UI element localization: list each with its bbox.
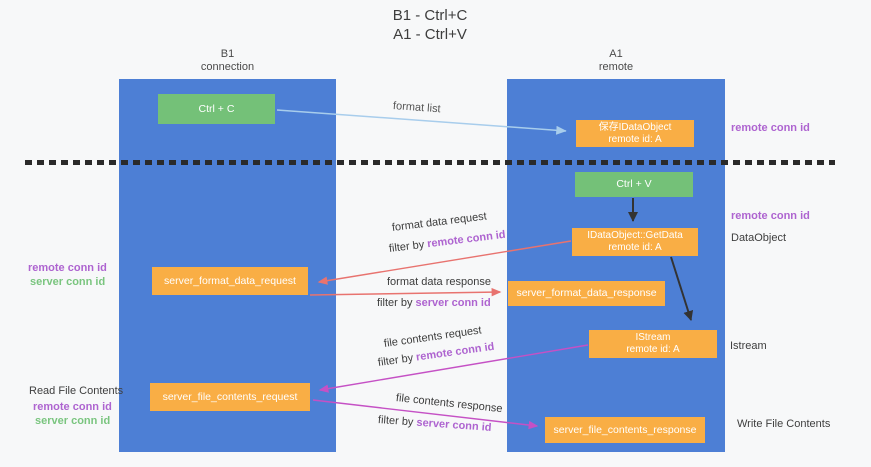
istream-side-label: Istream	[730, 340, 767, 352]
server-format-data-response-box: server_format_data_response	[508, 281, 665, 306]
server-file-contents-response-box: server_file_contents_response	[545, 417, 705, 443]
server-file-contents-request-box: server_file_contents_request	[150, 383, 310, 411]
filter-by-key-2: server conn id	[415, 297, 491, 309]
ctrl-v-box: Ctrl + V	[575, 172, 693, 197]
istream-line1: IStream	[635, 332, 671, 343]
format-data-response-arrow	[309, 287, 502, 297]
left-column-name: B1	[220, 48, 235, 60]
getdata-line2: remote id: A	[608, 242, 662, 253]
right-column-header: A1 remote	[507, 48, 725, 74]
server-conn-id-label-left1: server conn id	[30, 276, 106, 288]
save-idataobject-line2: remote id: A	[608, 133, 662, 145]
remote-conn-id-label-top-right: remote conn id	[731, 122, 810, 134]
ctrl-c-label: Ctrl + C	[198, 102, 235, 115]
filter-by-key-4: server conn id	[416, 416, 492, 434]
file-contents-response-caption: file contents response	[395, 392, 504, 416]
filter-by-prefix-4: filter by	[377, 414, 417, 429]
left-column-header: B1 connection	[119, 48, 336, 74]
format-response-label: server_format_data_response	[516, 287, 657, 299]
write-file-contents-label: Write File Contents	[737, 418, 831, 430]
filter-by-prefix-3: filter by	[377, 351, 417, 369]
filter-by-server-conn-id-caption-1: filter by server conn id	[377, 297, 491, 309]
filter-by-key-3: remote conn id	[415, 340, 496, 364]
left-column-subtitle: connection	[200, 61, 255, 73]
idataobject-getdata-box: IDataObject::GetData remote id: A	[572, 228, 698, 256]
format-request-label: server_format_data_request	[164, 274, 296, 287]
ctrl-v-label: Ctrl + V	[616, 178, 652, 190]
right-column-subtitle: remote	[598, 61, 634, 73]
filter-by-server-conn-id-caption-2: filter by server conn id	[378, 414, 492, 434]
filter-by-key-1: remote conn id	[426, 228, 507, 251]
remote-conn-id-label-mid-right: remote conn id	[731, 210, 810, 222]
getdata-line1: IDataObject::GetData	[587, 230, 683, 241]
filter-by-prefix-2: filter by	[377, 297, 416, 309]
format-data-request-caption: format data request	[391, 210, 488, 234]
format-list-caption: format list	[392, 100, 441, 116]
server-conn-id-label-left2: server conn id	[35, 415, 111, 427]
title-line-1: B1 - Ctrl+C	[392, 7, 468, 24]
remote-conn-id-label-left2: remote conn id	[33, 401, 112, 413]
save-idataobject-line1: 保存IDataObject	[598, 121, 672, 133]
save-idataobject-box: 保存IDataObject remote id: A	[576, 120, 694, 147]
right-column-name: A1	[609, 48, 623, 60]
remote-conn-id-label-left1: remote conn id	[28, 262, 107, 274]
filter-by-prefix-1: filter by	[388, 238, 428, 255]
title-line-2: A1 - Ctrl+V	[393, 25, 467, 43]
ctrl-c-box: Ctrl + C	[158, 94, 275, 124]
file-request-label: server_file_contents_request	[162, 390, 298, 403]
dataobject-label: DataObject	[731, 232, 787, 244]
file-response-label: server_file_contents_response	[553, 423, 697, 436]
diagram-title: B1 - Ctrl+C A1 - Ctrl+V	[300, 7, 560, 44]
copy-paste-divider	[25, 160, 835, 165]
istream-line2: remote id: A	[626, 344, 680, 355]
read-file-contents-label: Read File Contents	[29, 385, 124, 397]
istream-box: IStream remote id: A	[589, 330, 717, 358]
format-data-response-caption: format data response	[387, 276, 491, 288]
server-format-data-request-box: server_format_data_request	[152, 267, 308, 295]
filter-by-remote-conn-id-caption-1: filter by remote conn id	[388, 229, 506, 255]
